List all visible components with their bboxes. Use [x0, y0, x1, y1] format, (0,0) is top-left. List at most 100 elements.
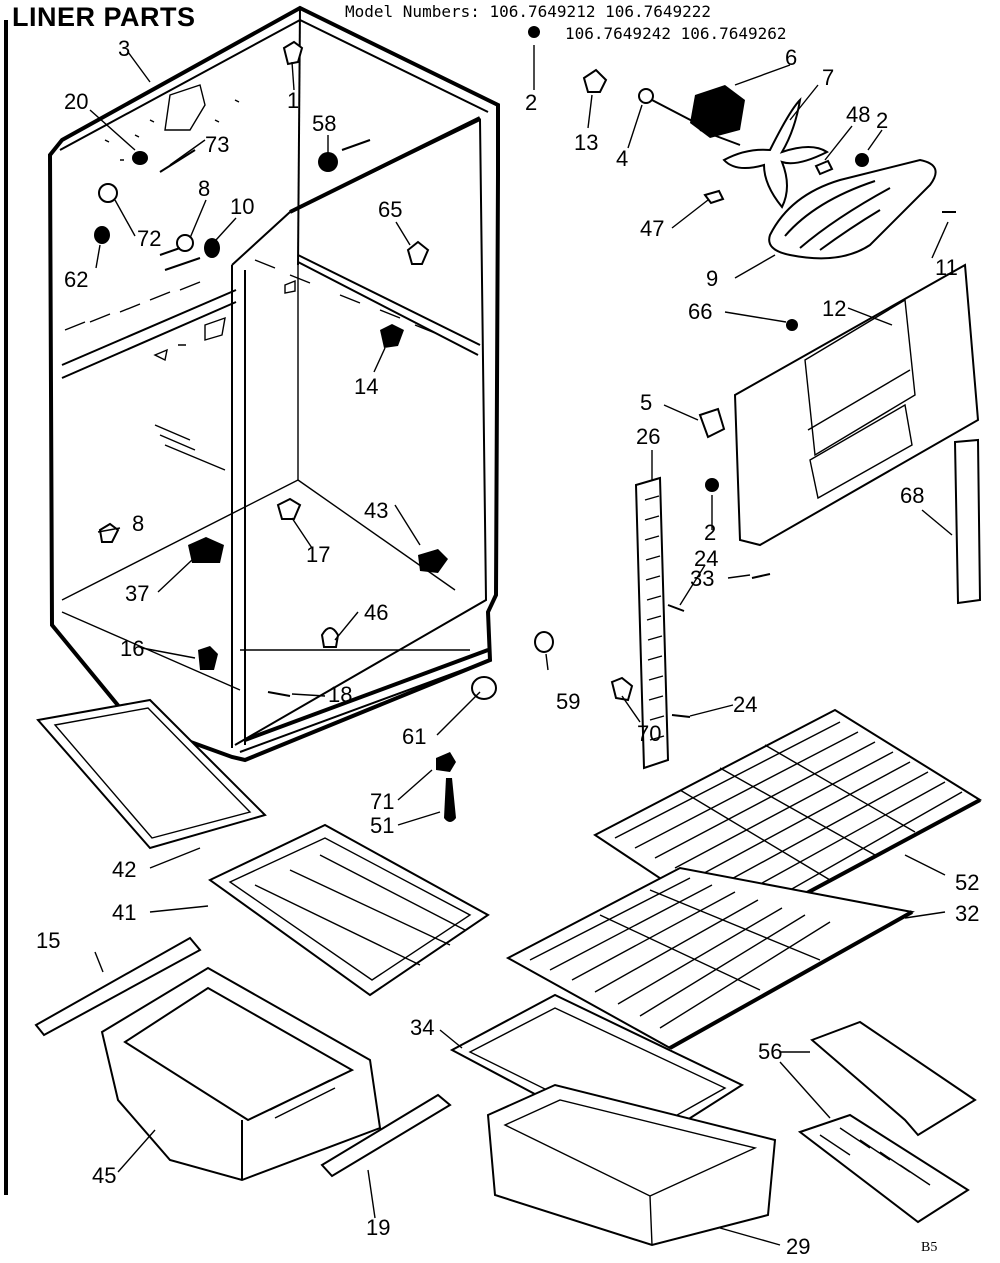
callout-71: 71	[370, 789, 394, 814]
callout-58: 58	[312, 111, 336, 136]
part-7-fan-blade	[722, 97, 829, 209]
part-8-plug	[176, 234, 194, 252]
part-10-grommet	[204, 238, 220, 258]
part-42-tray-inner	[53, 707, 252, 839]
callout-45: 45	[92, 1163, 116, 1188]
callout-17: 17	[306, 542, 330, 567]
corner-mark: B5	[921, 1240, 938, 1255]
part-4-grommet	[638, 88, 654, 104]
part-71-socket	[436, 752, 456, 772]
part-19-trim-strip	[320, 1093, 452, 1178]
leader-lines	[89, 45, 953, 1246]
part-65-clip	[406, 240, 430, 265]
part-72-grommet	[98, 183, 118, 203]
part-24-screw-upper	[667, 604, 685, 612]
model-numbers-line-2: 106.7649242 106.7649262	[565, 24, 787, 43]
part-62-plug	[94, 226, 110, 244]
callout-52: 52	[955, 870, 979, 895]
callout-47: 47	[640, 216, 664, 241]
part-56-ice-tray	[797, 1113, 970, 1224]
part-59-plug	[534, 631, 554, 653]
callout-10: 10	[230, 194, 254, 219]
part-17-clip	[276, 497, 302, 520]
callout-14: 14	[354, 374, 378, 399]
part-13-grommet	[582, 68, 608, 93]
part-29-pan-inner	[503, 1099, 758, 1246]
callout-62: 62	[64, 267, 88, 292]
part-32-shelf-wires	[529, 877, 831, 1029]
callout-42: 42	[112, 857, 136, 882]
callout-51: 51	[370, 813, 394, 838]
part-45-pan-inner	[123, 986, 355, 1180]
evap-cover-grille	[809, 403, 913, 500]
callout-12: 12	[822, 296, 846, 321]
part-2-screw-top	[528, 26, 540, 38]
callout-66: 66	[688, 299, 712, 324]
shelves-and-drawers	[34, 698, 982, 1247]
part-48-clip	[814, 159, 834, 176]
callout-4: 4	[616, 146, 628, 171]
callout-9: 9	[706, 266, 718, 291]
part-12-evaporator-cover	[733, 263, 980, 547]
part-58-bracket	[318, 152, 338, 172]
part-70-clip	[610, 676, 634, 702]
callout-33: 33	[690, 566, 714, 591]
callout-6: 6	[785, 45, 797, 70]
callout-48: 48	[846, 102, 870, 127]
callout-37: 37	[125, 581, 149, 606]
part-16-clip	[198, 646, 218, 670]
cabinet-liner	[47, 5, 500, 763]
callout-59: 59	[556, 689, 580, 714]
callout-15: 15	[36, 928, 60, 953]
part-8-plug-lower	[98, 522, 120, 543]
callout-8-lower: 8	[132, 511, 144, 536]
shelf-supports	[436, 438, 982, 822]
part-68-trim-strip	[953, 438, 982, 605]
part-51-bulb	[444, 778, 456, 822]
callout-24-upper: 24	[694, 546, 718, 571]
part-47-clip	[703, 189, 725, 205]
callout-34: 34	[410, 1015, 434, 1040]
part-56-ice-bin	[810, 1020, 977, 1137]
callout-11: 11	[935, 255, 958, 280]
part-32-shelf-rail	[669, 910, 913, 1050]
callout-29: 29	[786, 1234, 810, 1259]
callout-numbers: 3 20 73 1 58 8 10 72 62 65 14 2 13 4 6 7…	[36, 36, 979, 1259]
fan-shroud-ribs	[784, 180, 891, 251]
diagram-title: LINER PARTS	[12, 2, 196, 32]
part-24-screw-lower	[671, 714, 691, 718]
part-20-plug	[132, 151, 148, 165]
part-66-screw	[786, 319, 798, 331]
callout-24-lower: 24	[733, 692, 757, 717]
part-45-crisper-pan	[100, 966, 382, 1182]
part-45-pan-ribs	[269, 1079, 336, 1119]
part-2-screw-cover	[705, 478, 719, 492]
callout-2-cover: 2	[704, 520, 716, 545]
callout-19: 19	[366, 1215, 390, 1240]
callout-41: 41	[112, 900, 136, 925]
callout-72: 72	[137, 226, 161, 251]
callout-8: 8	[198, 176, 210, 201]
callout-61: 61	[402, 724, 426, 749]
callout-16: 16	[120, 636, 144, 661]
part-10-screws	[159, 247, 201, 271]
part-18-screw	[267, 691, 291, 697]
fan-motor-wires	[651, 99, 741, 146]
part-2-screw-fan	[855, 153, 869, 167]
part-14-bracket	[380, 324, 404, 348]
ice-tray-cells	[819, 1127, 931, 1186]
model-numbers-line-1: Model Numbers: 106.7649212 106.7649222	[345, 2, 712, 21]
part-46-bulb	[320, 627, 340, 648]
part-1-clip	[282, 40, 304, 66]
callout-70: 70	[637, 721, 661, 746]
part-5-bracket	[698, 407, 726, 439]
evap-cover-detail	[804, 298, 916, 457]
part-37-bracket	[188, 537, 224, 563]
callout-2-top: 2	[525, 90, 537, 115]
part-41-shelf-detail	[228, 837, 472, 981]
part-43-bracket	[418, 549, 448, 573]
part-41-glass-shelf	[208, 823, 490, 997]
callout-43: 43	[364, 498, 388, 523]
